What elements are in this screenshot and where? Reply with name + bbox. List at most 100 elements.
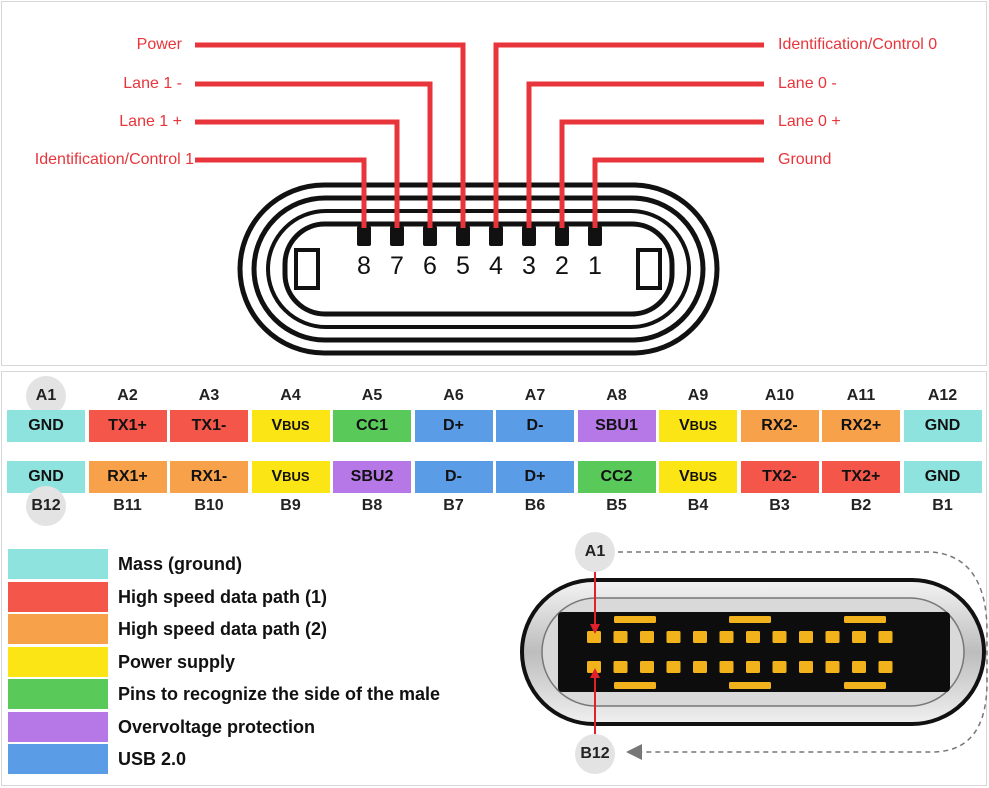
pin-8-contact (357, 226, 371, 246)
pin-id-b9: B9 (280, 497, 301, 514)
face-pin-bottom-7 (746, 661, 760, 673)
pin-number-4: 4 (489, 252, 503, 280)
pin-cell-a1-label: GND (28, 417, 64, 434)
face-pin-top-6 (719, 631, 734, 643)
pin-cell-b9-label: V (271, 468, 283, 485)
pin-cell-a11: RX2+ (822, 410, 900, 442)
pin-cell-a9-sublabel: BUS (689, 418, 718, 433)
pin-label-power: Power (136, 36, 182, 53)
pin-number-6: 6 (423, 252, 437, 280)
pin-id-b6: B6 (524, 497, 546, 514)
pin-cell-b10-label: RX1- (190, 468, 228, 485)
pin-id-a9: A9 (687, 387, 709, 404)
pin-number-3: 3 (522, 252, 536, 280)
face-long-contact-top-1 (614, 616, 656, 623)
pin-id-b2: B2 (850, 497, 872, 514)
face-pin-bottom-6 (719, 661, 734, 673)
pin-cell-b9-sublabel: BUS (282, 469, 310, 484)
right-lead-line-1 (493, 42, 764, 228)
pin-label-id-control-1: Identification/Control 1 (34, 151, 194, 168)
pin-id-a12: A12 (927, 387, 958, 404)
pin-id-a3: A3 (198, 387, 220, 404)
pin-6-contact (423, 226, 437, 246)
pin-cell-b4-label: V (678, 468, 690, 485)
face-pin-bottom-11 (852, 661, 866, 673)
left-lead-line-4 (195, 157, 367, 228)
pin-id-b1: B1 (932, 497, 953, 514)
legend-swatch-3 (8, 614, 108, 644)
pin-id-a7: A7 (524, 387, 546, 404)
pin-cell-b5-label: CC2 (600, 468, 633, 485)
pin-id-a1: A1 (26, 376, 66, 416)
face-pin-top-10 (825, 631, 840, 643)
pin-id-b7: B7 (443, 497, 464, 514)
pin-number-7: 7 (390, 252, 404, 280)
face-pin-bottom-10 (825, 661, 840, 673)
pin-label-id-control-0: Identification/Control 0 (778, 36, 938, 53)
pin-cell-a6-label: D+ (443, 417, 464, 434)
face-pin-bottom-8 (772, 661, 787, 673)
legend-swatch-6 (8, 711, 108, 742)
pin-1-contact (588, 226, 602, 246)
pin-id-b8: B8 (361, 497, 383, 514)
pin-cell-a8: SBU1 (577, 410, 656, 442)
pin-cell-b4: VBUS (659, 461, 737, 493)
legend-label-3: High speed data path (2) (118, 619, 328, 639)
pin-4-contact (489, 226, 503, 246)
face-pin-top-5 (693, 631, 707, 643)
pin-id-b11: B11 (113, 497, 142, 514)
pin-label-lane0-plus: Lane 0 + (778, 113, 841, 130)
pin-number-1: 1 (588, 252, 602, 280)
face-pin-bottom-9 (799, 661, 813, 673)
pin-cell-a3: TX1- (170, 410, 248, 442)
pin-7-contact (390, 226, 404, 246)
face-pin-top-9 (799, 631, 813, 643)
pin-cell-b12-label: GND (28, 468, 64, 485)
pin-id-a2: A2 (117, 387, 138, 404)
face-long-contact-bottom-1 (614, 682, 656, 689)
face-pin-top-1 (587, 631, 601, 643)
pin-cell-a7: D- (496, 410, 574, 442)
face-pin-bottom-2 (613, 661, 628, 673)
pin-cell-b4-sublabel: BUS (689, 469, 718, 484)
face-pin-bottom-4 (666, 661, 681, 673)
legend-label-6: Overvoltage protection (118, 716, 316, 737)
pin-number-8: 8 (357, 252, 371, 280)
legend-swatch-4 (8, 646, 108, 677)
pin-cell-b7-label: D- (445, 468, 462, 485)
pin-5-contact (456, 226, 470, 246)
legend-label-5: Pins to recognize the side of the male (118, 684, 441, 704)
right-lead-line-3 (559, 119, 764, 228)
pin-cell-a3-label: TX1- (191, 417, 227, 434)
pin-cell-b10: RX1- (170, 461, 248, 493)
face-pin-top-2 (613, 631, 628, 643)
legend-label-2: High speed data path (1) (118, 586, 328, 607)
pin-cell-a5-label: CC1 (355, 417, 388, 434)
face-pin-top-8 (772, 631, 787, 643)
face-pin-top-3 (640, 631, 654, 643)
pin-2-contact (555, 226, 569, 246)
legend-label-7: USB 2.0 (118, 749, 187, 769)
face-pin-top-7 (746, 631, 760, 643)
face-long-contact-bottom-3 (844, 682, 886, 689)
pin-cell-a4-label: V (271, 417, 283, 434)
face-pin-bottom-1 (587, 661, 601, 673)
pin-label-ground: Ground (778, 151, 832, 168)
pin-cell-a1: GND (7, 410, 85, 442)
pin-cell-a10: RX2- (740, 410, 819, 442)
pin-cell-b7: D- (414, 461, 493, 493)
left-lead-line-3 (195, 119, 400, 228)
pin-id-b10: B10 (194, 497, 224, 514)
pin-id-a5: A5 (361, 387, 383, 404)
pin-id-b4: B4 (687, 497, 709, 514)
pin-cell-a6: D+ (414, 410, 493, 442)
face-long-contact-top-2 (729, 616, 771, 623)
pin-cell-a2: TX1+ (88, 410, 167, 442)
pin-cell-b8: SBU2 (333, 461, 411, 493)
pin-label-lane1-plus: Lane 1 + (119, 113, 182, 130)
pin-3-contact (522, 226, 536, 246)
pin-cell-b3: TX2- (740, 461, 819, 493)
pin-id-b3: B3 (769, 497, 790, 514)
connector-outline (195, 42, 764, 356)
